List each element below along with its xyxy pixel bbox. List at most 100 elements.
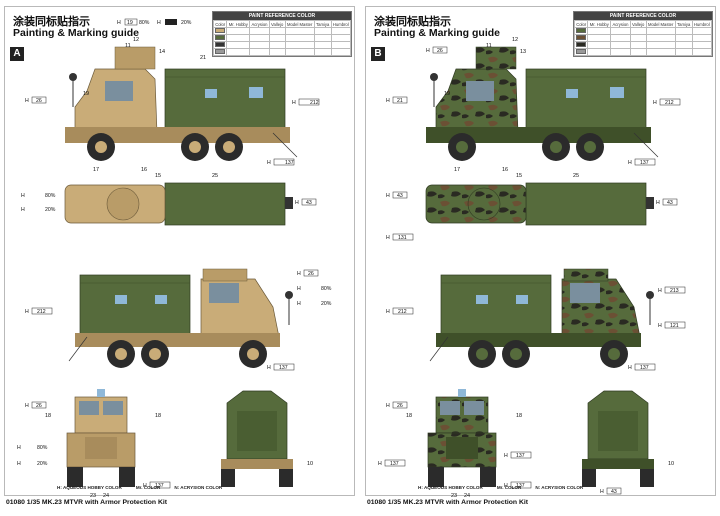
- svg-text:26: 26: [308, 271, 314, 277]
- svg-text:H: H: [157, 20, 161, 26]
- truck-front-view: [427, 389, 497, 487]
- svg-text:H: H: [656, 200, 660, 206]
- truck-side-view-left: [65, 46, 298, 161]
- footer-title-b: 01080 1/35 MK.23 MTVR with Armor Protect…: [367, 499, 529, 506]
- paint-reference-table: PAINT REFERENCE COLOR Color Mr. Hobby Ac…: [212, 11, 352, 57]
- truck-top-view: [64, 182, 293, 226]
- svg-text:19: 19: [83, 91, 89, 97]
- truck-side-view-left: [426, 46, 659, 161]
- svg-text:13: 13: [520, 49, 526, 55]
- svg-text:26: 26: [36, 403, 42, 409]
- legend-aqueous: H: AQUEOUS HOBBY COLOR: [57, 485, 122, 490]
- paint-reference-title: PAINT REFERENCE COLOR: [213, 12, 351, 20]
- svg-text:H: H: [21, 207, 25, 213]
- svg-text:19: 19: [127, 20, 133, 26]
- svg-text:137: 137: [279, 365, 288, 371]
- svg-text:11: 11: [125, 43, 131, 49]
- svg-text:H: H: [21, 193, 25, 199]
- svg-text:H: H: [267, 160, 271, 166]
- svg-text:43: 43: [397, 193, 403, 199]
- svg-text:19: 19: [444, 91, 450, 97]
- legend-b: H: AQUEOUS HOBBY COLOR Mr. COLOR N: ACRY…: [418, 485, 583, 490]
- svg-text:15: 15: [155, 173, 161, 179]
- svg-text:H: H: [658, 288, 662, 294]
- svg-text:H: H: [143, 483, 147, 489]
- title-chinese: 涂装同标贴指示: [374, 16, 451, 28]
- svg-text:131: 131: [398, 235, 407, 241]
- title-chinese: 涂装同标贴指示: [13, 16, 90, 28]
- truck-rear-view: [582, 390, 654, 487]
- svg-text:25: 25: [573, 173, 579, 179]
- title-english: Painting & Marking guide: [13, 27, 140, 39]
- truck-side-view-right: [68, 268, 293, 368]
- truck-rear-view: [221, 390, 293, 487]
- svg-text:H: H: [297, 286, 301, 292]
- svg-text:23: 23: [90, 493, 96, 497]
- svg-text:14: 14: [159, 49, 165, 55]
- legend-mr-color: Mr. COLOR: [135, 485, 161, 490]
- svg-text:18: 18: [155, 413, 161, 419]
- table-row: [573, 48, 713, 56]
- svg-text:H: H: [297, 301, 301, 307]
- scheme-letter-b: B: [371, 47, 385, 61]
- svg-text:25: 25: [212, 173, 218, 179]
- svg-text:212: 212: [398, 309, 407, 315]
- svg-text:H: H: [658, 323, 662, 329]
- svg-text:137: 137: [640, 365, 649, 371]
- svg-text:12: 12: [133, 37, 139, 43]
- svg-text:213: 213: [670, 288, 679, 294]
- svg-text:H: H: [117, 20, 121, 26]
- svg-text:H: H: [386, 193, 390, 199]
- svg-text:17: 17: [93, 167, 99, 173]
- svg-text:16: 16: [502, 167, 508, 173]
- svg-text:212: 212: [37, 309, 46, 315]
- svg-text:H: H: [17, 445, 21, 451]
- svg-text:H: H: [292, 100, 296, 106]
- svg-text:80%: 80%: [139, 20, 150, 26]
- svg-text:H: H: [628, 160, 632, 166]
- svg-text:137: 137: [285, 160, 294, 166]
- paint-reference-table: PAINT REFERENCE COLOR Color Mr. Hobby Ac…: [573, 11, 713, 57]
- svg-text:H: H: [386, 98, 390, 104]
- scheme-letter-a: A: [10, 47, 24, 61]
- truck-front-view: [66, 389, 136, 487]
- svg-text:80%: 80%: [321, 286, 332, 292]
- svg-text:20%: 20%: [321, 301, 332, 307]
- svg-text:137: 137: [390, 461, 399, 467]
- svg-text:H: H: [426, 48, 430, 54]
- svg-text:21: 21: [397, 98, 403, 104]
- svg-text:21: 21: [200, 55, 206, 61]
- svg-text:H: H: [25, 309, 29, 315]
- svg-text:212: 212: [310, 100, 319, 106]
- svg-text:24: 24: [103, 493, 109, 497]
- legend-acrysion: N: ACRYSION COLOR: [535, 485, 584, 490]
- svg-text:H: H: [386, 309, 390, 315]
- svg-text:H: H: [386, 403, 390, 409]
- svg-text:H: H: [25, 403, 29, 409]
- svg-text:80%: 80%: [37, 445, 48, 451]
- sheet-a: 涂装同标贴指示 Painting & Marking guide A PAINT…: [4, 6, 355, 497]
- sheet-b: 涂装同标贴指示 Painting & Marking guide B PAINT…: [365, 6, 716, 497]
- svg-text:H: H: [267, 365, 271, 371]
- svg-text:18: 18: [45, 413, 51, 419]
- svg-text:20%: 20%: [37, 461, 48, 467]
- svg-text:137: 137: [640, 160, 649, 166]
- svg-text:H: H: [386, 235, 390, 241]
- legend-a: H: AQUEOUS HOBBY COLOR Mr. COLOR N: ACRY…: [57, 485, 222, 490]
- legend-acrysion: N: ACRYSION COLOR: [174, 485, 223, 490]
- svg-text:12: 12: [512, 37, 518, 43]
- paint-reference-title: PAINT REFERENCE COLOR: [574, 12, 712, 20]
- svg-text:20%: 20%: [181, 20, 192, 26]
- svg-text:H: H: [600, 489, 604, 495]
- footer-title-a: 01080 1/35 MK.23 MTVR with Armor Protect…: [6, 499, 168, 506]
- svg-text:17: 17: [454, 167, 460, 173]
- svg-text:16: 16: [141, 167, 147, 173]
- svg-text:212: 212: [665, 100, 674, 106]
- svg-text:11: 11: [486, 43, 492, 49]
- table-row: [212, 48, 352, 56]
- legend-mr-color: Mr. COLOR: [496, 485, 522, 490]
